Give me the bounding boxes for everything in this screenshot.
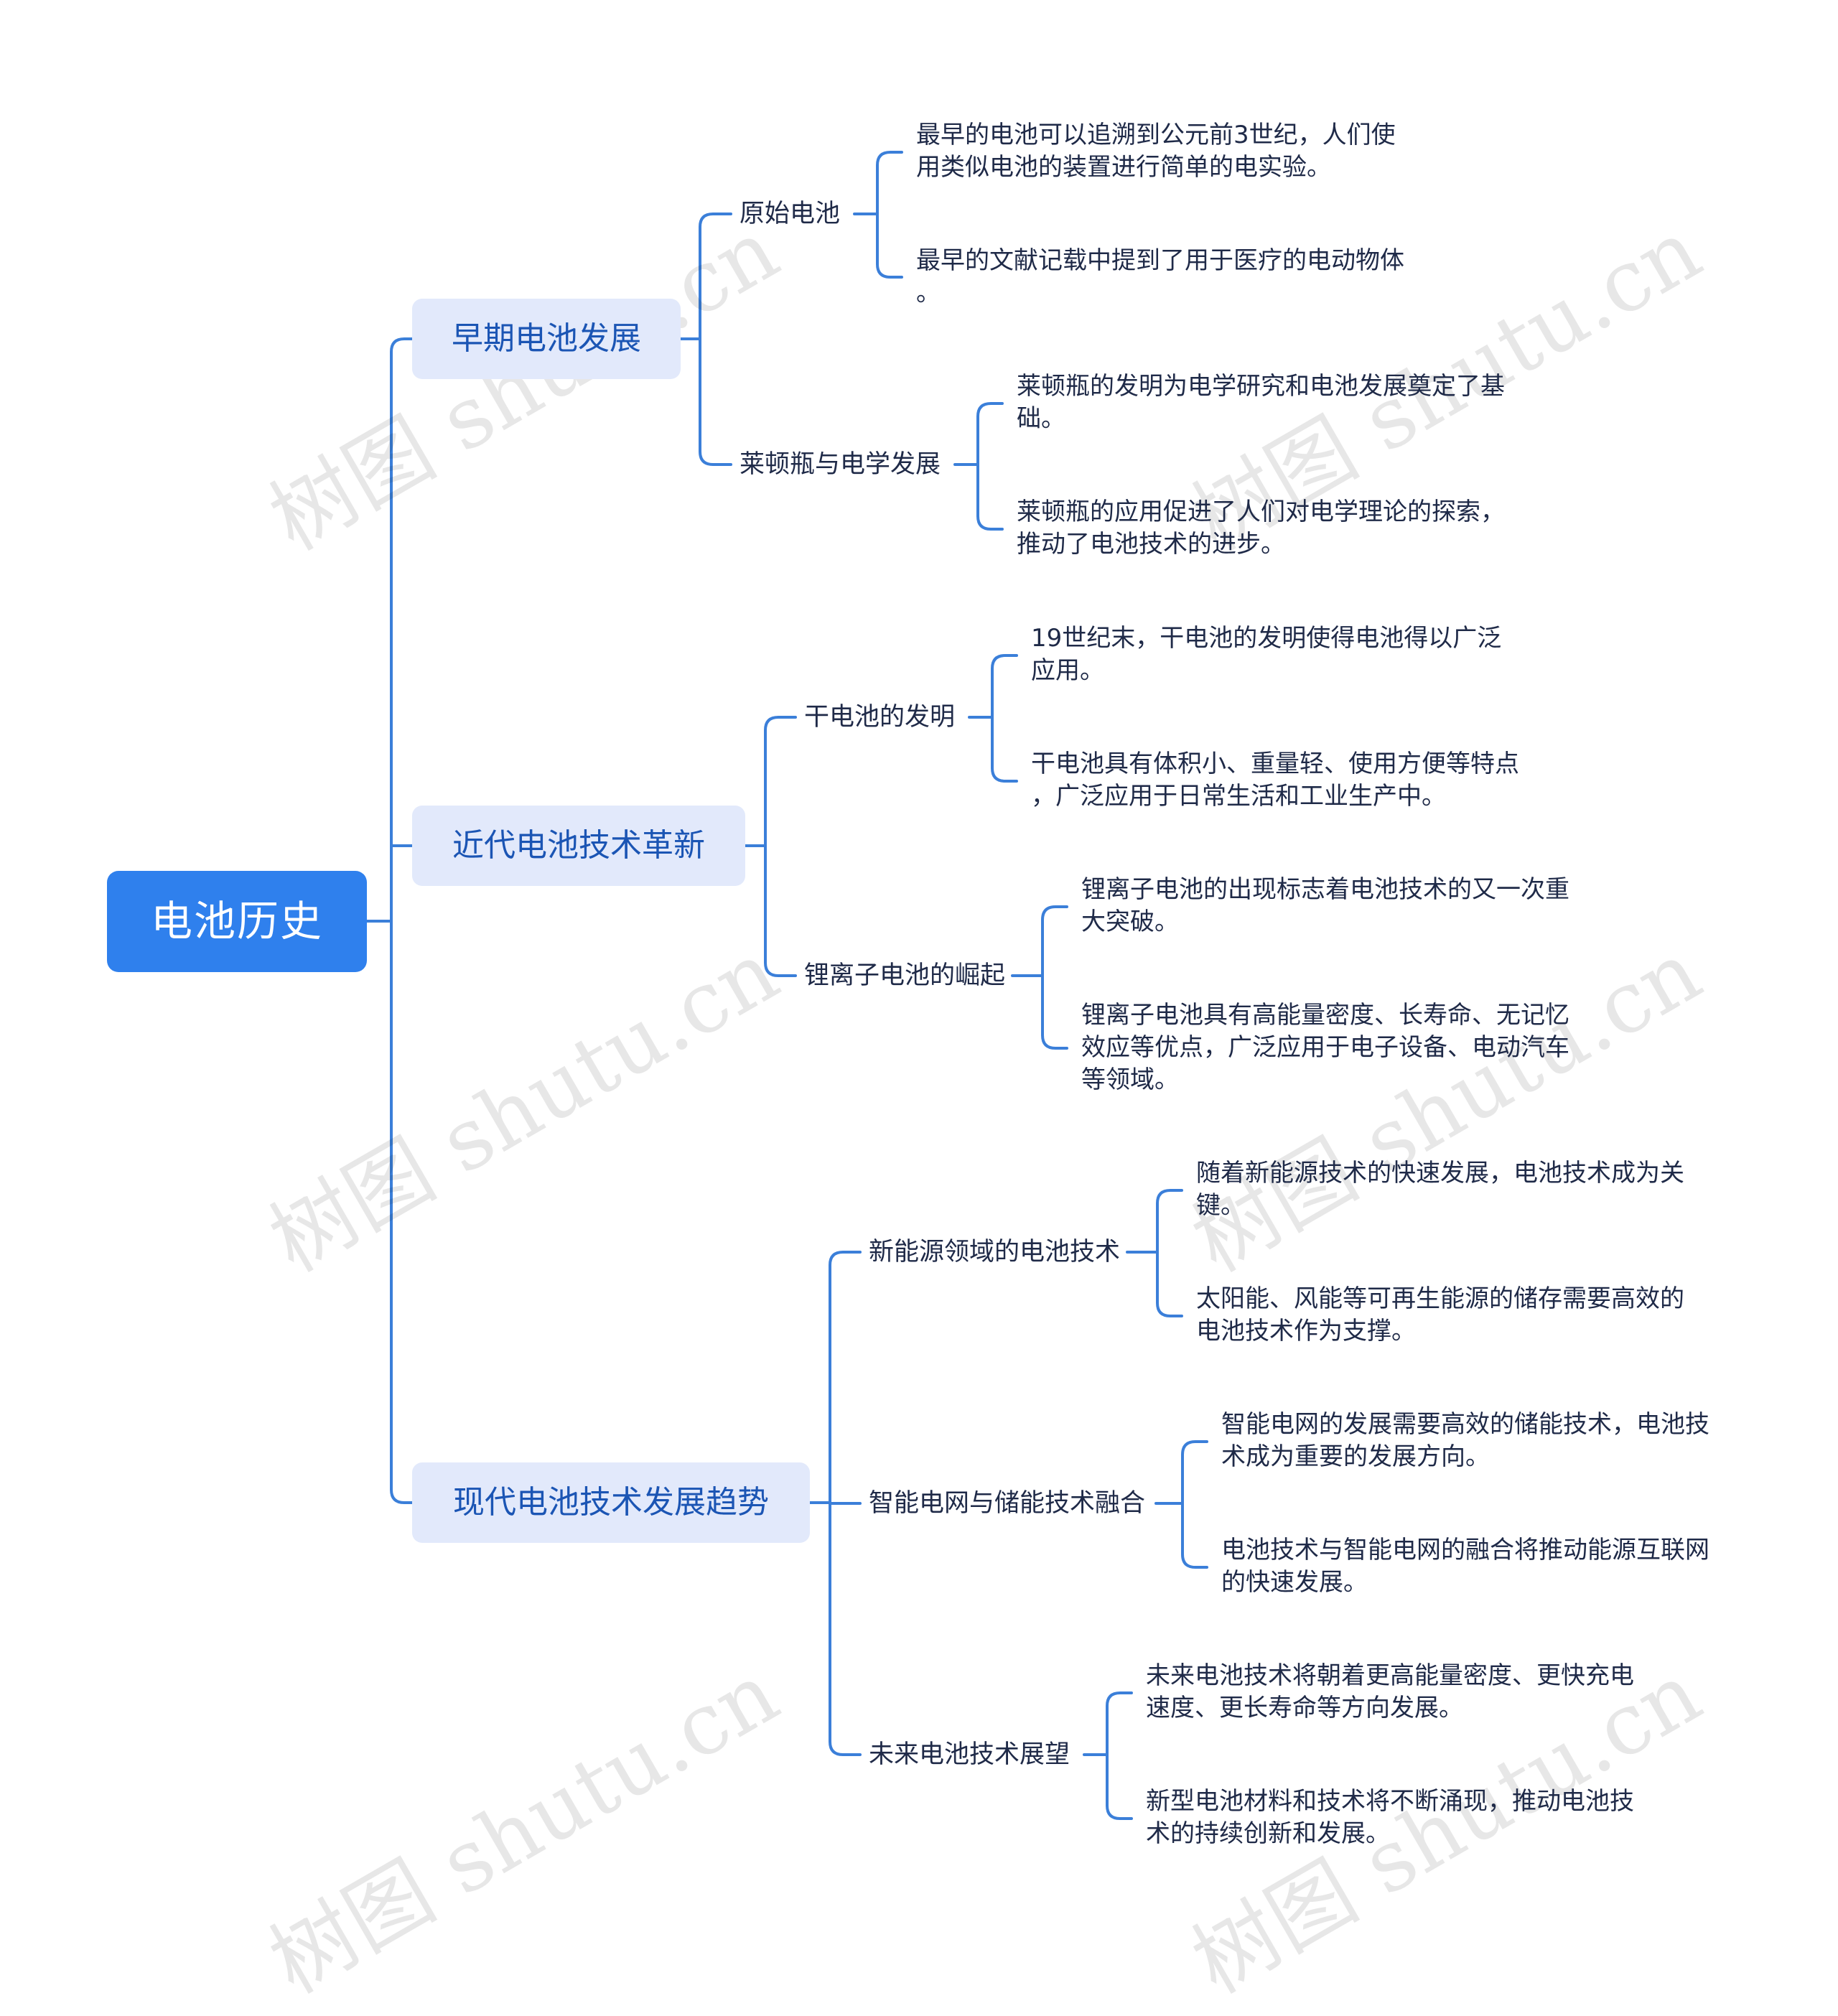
topic-primitive-battery[interactable]: 原始电池 (740, 200, 841, 228)
connector-bracket (679, 213, 732, 466)
connector-bracket (1154, 1440, 1208, 1569)
leaf-text: 智能电网的发展需要高效的储能技术，电池技 术成为重要的发展方向。 (1221, 1410, 1709, 1471)
connector-bracket (1011, 905, 1068, 1050)
leaf-text: 莱顿瓶的发明为电学研究和电池发展奠定了基 础。 (1017, 372, 1505, 433)
leaf-text: 19世纪末，干电池的发明使得电池得以广泛 应用。 (1031, 624, 1502, 685)
branch-current-trends[interactable]: 现代电池技术发展趋势 (412, 1462, 810, 1543)
root-node[interactable]: 电池历史 (107, 871, 367, 972)
topic-lithium-ion[interactable]: 锂离子电池的崛起 (804, 961, 1006, 990)
connector-lines (365, 151, 1208, 1820)
mindmap-canvas: 树图 shutu.cn 树图 shutu.cn 树图 shutu.cn 树图 s… (107, 121, 1717, 2012)
leaf-text: 锂离子电池具有高能量密度、长寿命、无记忆 效应等优点，广泛应用于电子设备、电动汽… (1081, 1001, 1569, 1094)
connector-bracket (853, 151, 903, 279)
leaf-text: 太阳能、风能等可再生能源的储存需要高效的 电池技术作为支撑。 (1196, 1284, 1684, 1345)
connector-bracket (1083, 1691, 1133, 1820)
leaf-text: 干电池具有体积小、重量轻、使用方便等特点 ，广泛应用于日常生活和工业生产中。 (1031, 750, 1519, 811)
connector-bracket (953, 402, 1004, 531)
connector-bracket (808, 1251, 862, 1756)
branch-modern-innovation[interactable]: 近代电池技术革新 (412, 806, 745, 886)
connector-bracket (1126, 1189, 1183, 1317)
connector-bracket (365, 337, 414, 1504)
branch-early-battery[interactable]: 早期电池发展 (412, 299, 681, 379)
leaf-text: 最早的电池可以追溯到公元前3世纪，人们使 用类似电池的装置进行简单的电实验。 (916, 121, 1396, 182)
leaf-text: 未来电池技术将朝着更高能量密度、更快充电 速度、更长寿命等方向发展。 (1146, 1661, 1634, 1722)
leaf-text: 锂离子电池的出现标志着电池技术的又一次重 大突破。 (1081, 875, 1569, 936)
topic-smart-grid[interactable]: 智能电网与储能技术融合 (869, 1489, 1146, 1518)
connector-bracket (968, 654, 1018, 783)
leaf-text: 新型电池材料和技术将不断涌现，推动电池技 术的持续创新和发展。 (1146, 1787, 1634, 1848)
leaf-text: 电池技术与智能电网的融合将推动能源互联网 的快速发展。 (1221, 1536, 1709, 1597)
topic-dry-battery[interactable]: 干电池的发明 (804, 703, 956, 732)
topic-future-outlook[interactable]: 未来电池技术展望 (869, 1740, 1070, 1769)
leaf-text: 莱顿瓶的应用促进了人们对电学理论的探索， 推动了电池技术的进步。 (1017, 498, 1505, 559)
leaf-text: 随着新能源技术的快速发展，电池技术成为关 键。 (1196, 1159, 1684, 1220)
leaf-text: 最早的文献记载中提到了用于医疗的电动物体 。 (916, 246, 1404, 307)
connector-bracket (744, 716, 797, 977)
topic-new-energy[interactable]: 新能源领域的电池技术 (869, 1238, 1121, 1266)
topic-leyden-jar[interactable]: 莱顿瓶与电学发展 (740, 450, 941, 479)
